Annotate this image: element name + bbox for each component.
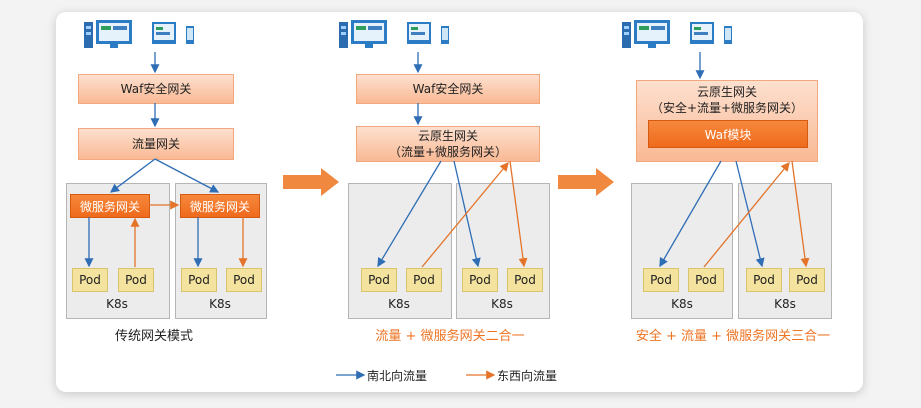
panel3-k8s-cluster-left (631, 183, 733, 319)
panel1-pod-4: Pod (226, 268, 262, 292)
panel1-microservice-gateway-left: 微服务网关 (70, 194, 150, 218)
panel2-caption: 流量 + 微服务网关二合一 (375, 329, 525, 344)
panel3-caption: 安全 + 流量 + 微服务网关三合一 (635, 329, 831, 344)
p2-cloud-to-pod1 (377, 160, 442, 268)
panel2-pod-2: Pod (406, 268, 442, 292)
p3-cloud-to-pod1 (659, 160, 722, 268)
diagram-card: Waf安全网关 流量网关 微服务网关 微服务网关 Pod Pod Pod Pod… (56, 12, 863, 392)
traffic-connectors (84, 52, 810, 380)
transition-arrow-1 (283, 168, 339, 196)
panel2-k8s-label-right: K8s (491, 297, 513, 311)
panel2-waf-gateway: Waf安全网关 (356, 74, 540, 104)
legend-north-south-label: 南北向流量 (367, 369, 428, 383)
p3-cloud-to-pod4 (791, 160, 810, 268)
panel1-waf-gateway: Waf安全网关 (78, 74, 234, 104)
panel2-pod-1: Pod (361, 268, 397, 292)
panel1-pod-2: Pod (118, 268, 154, 292)
panel3-k8s-label-right: K8s (774, 297, 796, 311)
p3-pod2-to-cloud (703, 161, 790, 268)
panel1-caption: 传统网关模式 (114, 329, 193, 344)
panel1-pod-3: Pod (181, 268, 217, 292)
panel2-pod-3: Pod (462, 268, 498, 292)
devices-icon-panel1 (84, 20, 194, 48)
panel3-waf-module: Waf模块 (648, 120, 808, 148)
panel2-k8s-cluster-right (456, 183, 550, 319)
devices-icon-panel2 (339, 20, 449, 48)
devices-icon-panel3 (622, 20, 732, 48)
p1-traffic-to-ms-right (154, 158, 220, 193)
panel1-k8s-label-right: K8s (209, 297, 231, 311)
legend-east-west-label: 东西向流量 (497, 369, 558, 383)
panel1-microservice-gateway-right: 微服务网关 (180, 194, 260, 218)
panel2-k8s-label-left: K8s (388, 297, 410, 311)
panel2-cloud-native-gateway: 云原生网关 （流量+微服务网关） (356, 126, 540, 162)
p2-pod2-to-cloud (421, 161, 509, 268)
panel3-pod-3: Pod (746, 268, 782, 292)
transition-arrow-2 (558, 168, 614, 196)
p3-cloud-to-pod3 (735, 160, 765, 268)
panel1-traffic-gateway: 流量网关 (78, 128, 234, 160)
panel3-pod-1: Pod (643, 268, 679, 292)
p1-traffic-to-ms-left (109, 158, 156, 193)
panel3-pod-2: Pod (688, 268, 724, 292)
panel1-pod-1: Pod (72, 268, 108, 292)
panel2-pod-4: Pod (507, 268, 543, 292)
p2-cloud-to-pod4 (509, 160, 528, 268)
panel3-k8s-label-left: K8s (671, 297, 693, 311)
panel3-pod-4: Pod (789, 268, 825, 292)
panel1-k8s-label-left: K8s (106, 297, 128, 311)
